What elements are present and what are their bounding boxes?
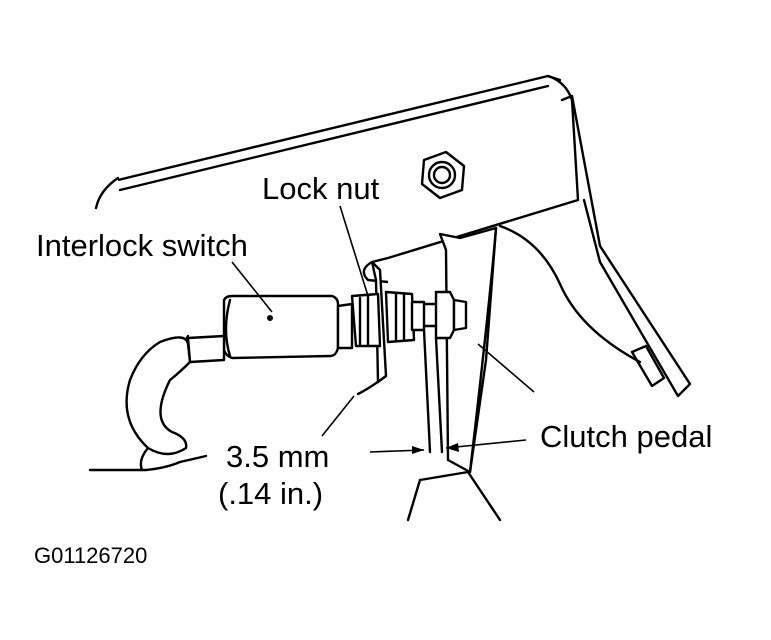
hex-bolt — [420, 150, 466, 200]
pedal-bracket — [94, 74, 692, 398]
gap-dimension — [369, 439, 527, 454]
interlock-switch-label: Interlock switch — [36, 228, 248, 263]
clutch-pedal-arm — [406, 226, 502, 522]
clutch-pedal-label: Clutch pedal — [540, 419, 712, 454]
gap-in-label: (.14 in.) — [218, 476, 323, 511]
lock-nut-label: Lock nut — [262, 171, 380, 206]
figure-code: G01126720 — [34, 543, 147, 568]
wire-connector — [88, 334, 226, 472]
interlock-switch — [222, 290, 426, 360]
gap-mm-label: 3.5 mm — [226, 439, 329, 474]
leader-lines — [231, 205, 535, 437]
